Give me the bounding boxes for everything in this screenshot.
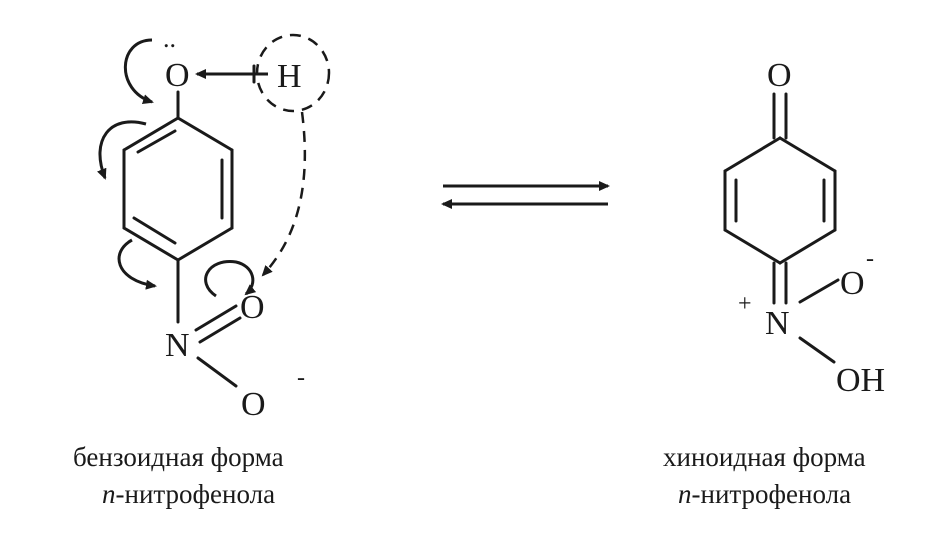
benzoid-caption-line2: п-нитрофенола xyxy=(102,479,275,509)
benzoid-ring xyxy=(122,116,234,262)
benzoid-structure: .. O H N O O - бензоидная форма п-нитроф… xyxy=(73,24,331,509)
n-o-double-bond-2 xyxy=(198,316,242,344)
quinoid-ring xyxy=(723,136,837,265)
oxygen-hydroxyl: O xyxy=(165,57,190,94)
benzoid-caption-line1: бензоидная форма xyxy=(73,442,284,472)
equilibrium-arrows xyxy=(441,181,610,209)
curved-arrow-4 xyxy=(204,260,257,298)
curved-arrow-2 xyxy=(97,120,147,180)
quinoid-caption-line1: хиноидная форма xyxy=(663,442,866,472)
quinoid-o-charge: - xyxy=(866,246,874,272)
n-o-double-bond-1 xyxy=(194,304,238,332)
hydrogen-atom: H xyxy=(277,58,302,95)
oxygen-double: O xyxy=(240,289,265,326)
quinoid-oxygen-carbonyl: O xyxy=(767,57,792,94)
minus-charge: - xyxy=(297,365,305,391)
lone-pair: .. xyxy=(163,24,176,53)
curved-arrow-3 xyxy=(117,238,157,290)
quinoid-n-charge: + xyxy=(738,291,752,317)
nitrogen-atom: N xyxy=(165,327,190,364)
quinoid-hydroxyl: OH xyxy=(836,362,885,399)
quinoid-structure: O + N O - OH хиноидная форма п-нитрофено… xyxy=(663,57,885,509)
quinoid-caption-line2: п-нитрофенола xyxy=(678,479,851,509)
curved-arrow-1 xyxy=(123,38,154,104)
n-o-single-bond xyxy=(196,356,238,388)
quinoid-oxygen-anion: O xyxy=(840,265,865,302)
quinoid-nitrogen: N xyxy=(765,305,790,342)
oxygen-single: O xyxy=(241,386,266,423)
dashed-arrow-h-to-o xyxy=(261,111,307,277)
